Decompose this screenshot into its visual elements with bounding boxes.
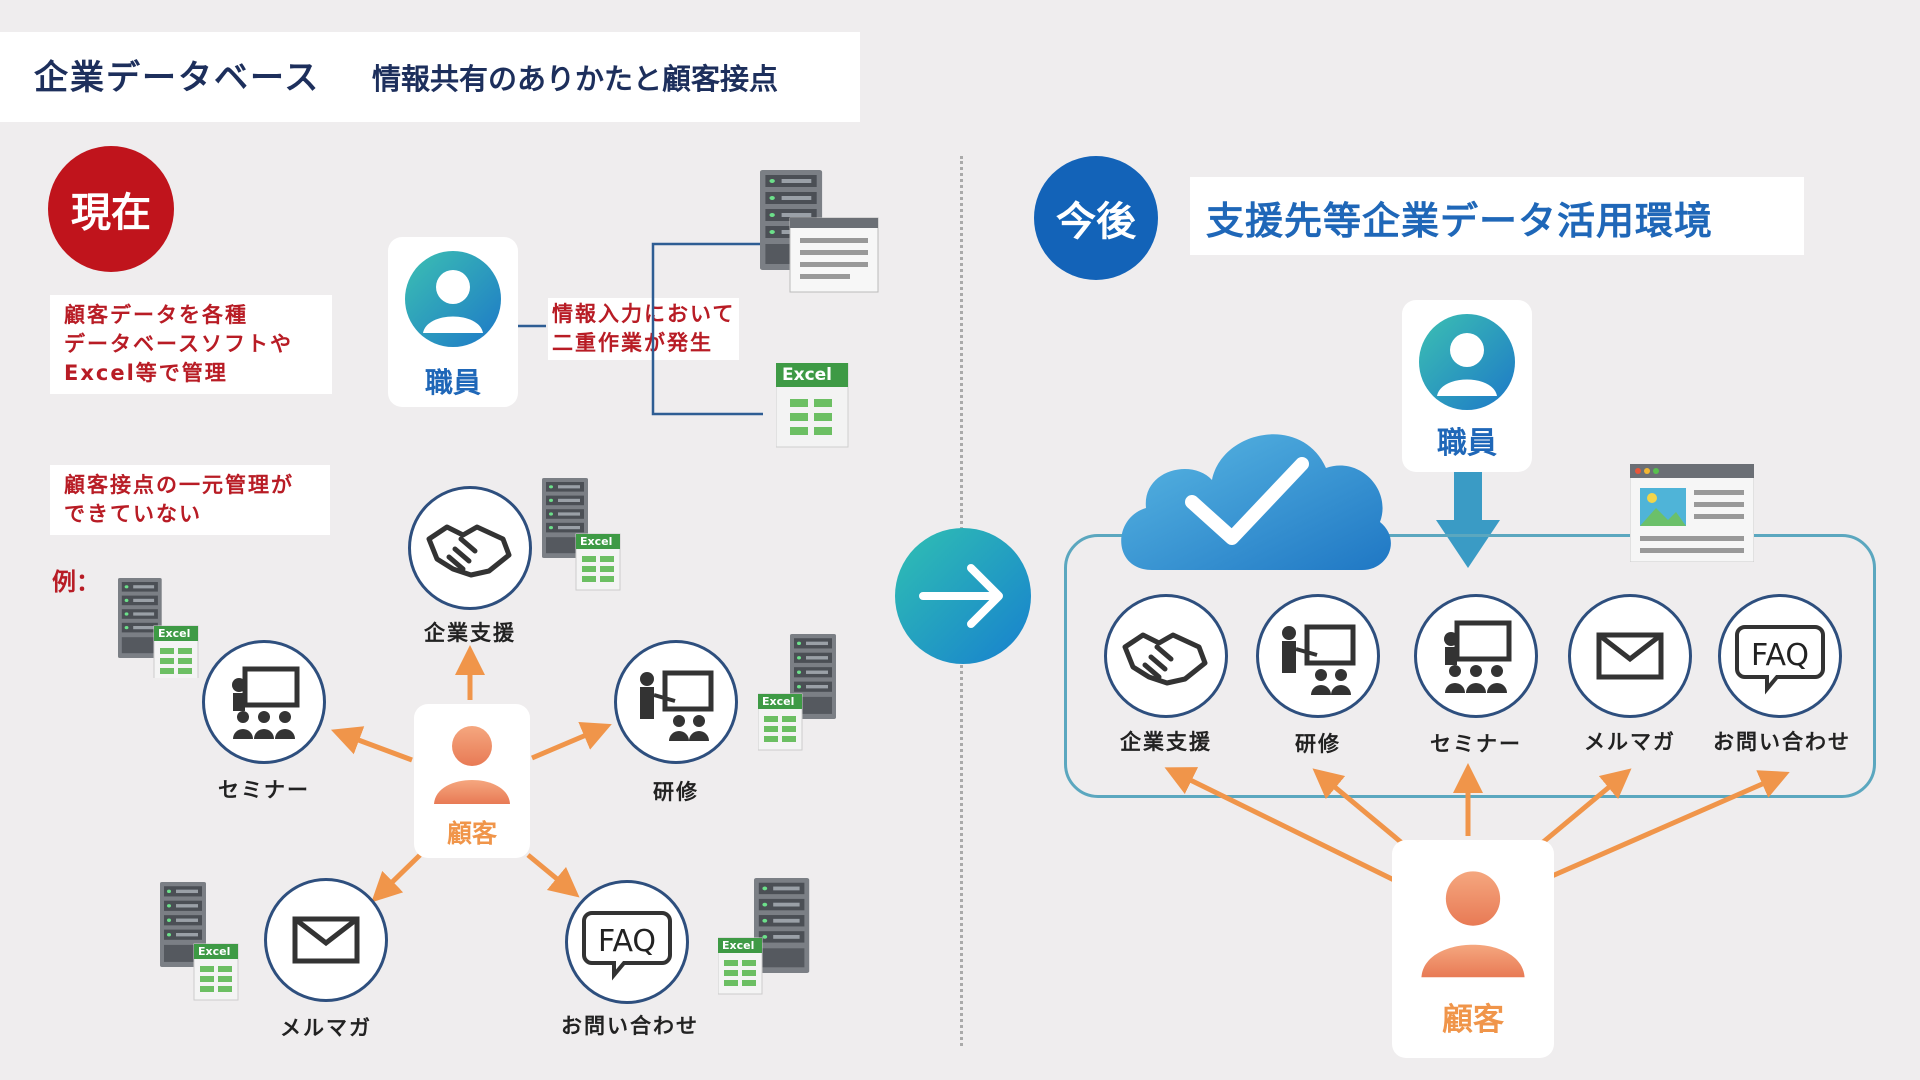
note-line: Excel等で管理 bbox=[64, 361, 228, 385]
customer-avatar-icon bbox=[434, 726, 510, 804]
future-node-faq: FAQ bbox=[1718, 594, 1842, 718]
server-excel-icon: Excel bbox=[118, 578, 199, 678]
browser-window-icon bbox=[1630, 464, 1754, 562]
mail-icon bbox=[1596, 632, 1664, 680]
staff-avatar-icon bbox=[1419, 314, 1515, 410]
faq-icon: FAQ bbox=[1735, 625, 1825, 695]
svg-text:FAQ: FAQ bbox=[1751, 638, 1809, 673]
note-line: 顧客接点の一元管理が bbox=[64, 473, 294, 497]
future-badge: 今後 bbox=[1034, 156, 1158, 280]
excel-sheet-shape bbox=[776, 363, 849, 448]
future-title-bar bbox=[1190, 177, 1804, 255]
server-excel-icon: Excel bbox=[758, 634, 836, 751]
staff-card-current: 職員 bbox=[388, 237, 518, 407]
node-seminar-label: セミナー bbox=[218, 778, 310, 802]
staff-card-future: 職員 bbox=[1402, 300, 1532, 472]
example-label: 例： bbox=[52, 568, 100, 596]
customer-card-future: 顧客 bbox=[1392, 840, 1554, 1058]
customer-avatar-icon bbox=[1421, 871, 1525, 978]
mail-icon bbox=[292, 916, 360, 964]
future-node-label: お問い合わせ bbox=[1713, 730, 1851, 754]
node-training bbox=[614, 640, 738, 764]
duplicate-work-note: 情報入力において 二重作業が発生 bbox=[548, 298, 740, 360]
future-node-seminar bbox=[1414, 594, 1538, 718]
current-note-data: 顧客データを各種 データベースソフトや Excel等で管理 bbox=[50, 295, 332, 394]
node-mail bbox=[264, 878, 388, 1002]
future-node-label: 企業支援 bbox=[1120, 730, 1212, 754]
note-line: 二重作業が発生 bbox=[552, 331, 713, 355]
node-faq: FAQ bbox=[565, 880, 689, 1004]
future-node-support bbox=[1104, 594, 1228, 718]
node-seminar bbox=[202, 640, 326, 764]
node-support-label: 企業支援 bbox=[424, 621, 516, 645]
current-badge: 現在 bbox=[48, 146, 174, 272]
future-arrows bbox=[1164, 763, 1790, 883]
training-icon bbox=[1282, 624, 1356, 695]
handshake-icon bbox=[426, 524, 512, 578]
training-icon bbox=[640, 670, 714, 741]
header-bar bbox=[0, 32, 860, 122]
future-node-label: メルマガ bbox=[1584, 730, 1676, 754]
staff-connector-lines bbox=[518, 242, 763, 416]
faq-icon: FAQ bbox=[582, 911, 672, 981]
future-node-label: セミナー bbox=[1430, 732, 1522, 756]
svg-text:Excel: Excel bbox=[580, 535, 612, 548]
svg-text:Excel: Excel bbox=[198, 945, 230, 958]
cloud-check-icon bbox=[1121, 434, 1391, 570]
node-faq-label: お問い合わせ bbox=[561, 1014, 699, 1038]
excel-label: Excel bbox=[782, 365, 833, 385]
staff-avatar-icon bbox=[405, 251, 501, 347]
current-note-contact: 顧客接点の一元管理が できていない bbox=[50, 465, 330, 535]
excel-icon: Excel bbox=[776, 363, 852, 451]
server-excel-icon: Excel bbox=[160, 882, 239, 1001]
note-line: 顧客データを各種 bbox=[64, 303, 248, 327]
note-line: 情報入力において bbox=[552, 302, 736, 326]
down-arrow-icon bbox=[1436, 472, 1500, 568]
customer-label: 顧客 bbox=[446, 819, 497, 848]
page-subtitle: 情報共有のありかたと顧客接点 bbox=[372, 62, 779, 96]
future-node-label: 研修 bbox=[1295, 732, 1341, 756]
node-mail-label: メルマガ bbox=[280, 1016, 372, 1040]
future-node-training bbox=[1256, 594, 1380, 718]
node-support bbox=[408, 486, 532, 610]
handshake-icon bbox=[1122, 632, 1208, 686]
future-node-mail bbox=[1568, 594, 1692, 718]
staff-label: 職員 bbox=[424, 366, 481, 399]
svg-text:Excel: Excel bbox=[722, 939, 754, 952]
page-title: 企業データベース bbox=[34, 58, 321, 98]
server-db-icon bbox=[760, 170, 879, 293]
server-excel-icon: Excel bbox=[718, 878, 810, 995]
future-title: 支援先等企業データ活用環境 bbox=[1206, 199, 1714, 243]
current-arrows bbox=[330, 645, 612, 903]
note-line: データベースソフトや bbox=[64, 332, 293, 356]
svg-text:Excel: Excel bbox=[158, 627, 190, 640]
svg-text:FAQ: FAQ bbox=[598, 924, 656, 959]
server-excel-icon: Excel bbox=[542, 478, 621, 591]
staff-label: 職員 bbox=[1437, 426, 1497, 461]
transition-arrow-icon bbox=[895, 528, 1031, 664]
note-line: できていない bbox=[64, 502, 202, 526]
seminar-icon bbox=[1444, 620, 1512, 693]
customer-card-current: 顧客 bbox=[414, 704, 530, 858]
node-training-label: 研修 bbox=[653, 780, 699, 804]
svg-text:Excel: Excel bbox=[762, 695, 794, 708]
seminar-icon bbox=[232, 666, 300, 739]
customer-label: 顧客 bbox=[1442, 1002, 1504, 1038]
